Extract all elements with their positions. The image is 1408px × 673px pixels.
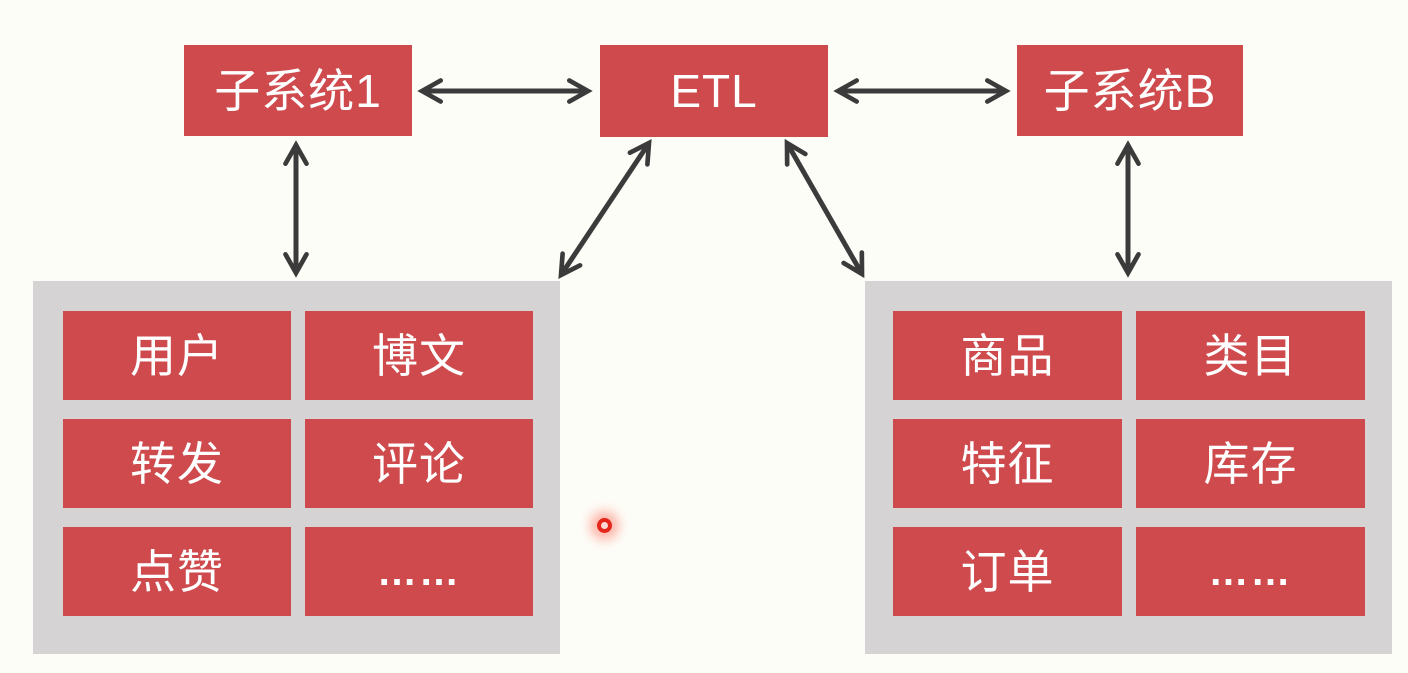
right-entity-group: 商品 类目 特征 库存 订单 …… [865, 281, 1392, 654]
entity-blog-post: 博文 [305, 311, 533, 400]
left-entity-group: 用户 博文 转发 评论 点赞 …… [33, 281, 560, 654]
entity-more-left: …… [305, 527, 533, 616]
arrow-etl-leftgroup [561, 143, 649, 275]
node-subsystem-b: 子系统B [1017, 45, 1243, 136]
entity-product: 商品 [893, 311, 1122, 400]
entity-category: 类目 [1136, 311, 1365, 400]
node-etl: ETL [600, 45, 828, 137]
entity-more-right: …… [1136, 527, 1365, 616]
arrow-etl-rightgroup [787, 143, 862, 274]
entity-stock: 库存 [1136, 419, 1365, 508]
entity-user: 用户 [63, 311, 291, 400]
laser-pointer-dot [597, 518, 612, 533]
entity-feature: 特征 [893, 419, 1122, 508]
node-subsystem-1-label: 子系统1 [214, 64, 382, 117]
node-subsystem-1: 子系统1 [184, 45, 412, 136]
entity-order: 订单 [893, 527, 1122, 616]
entity-repost: 转发 [63, 419, 291, 508]
entity-like: 点赞 [63, 527, 291, 616]
node-subsystem-b-label: 子系统B [1043, 64, 1217, 117]
entity-comment: 评论 [305, 419, 533, 508]
node-etl-label: ETL [670, 65, 758, 117]
